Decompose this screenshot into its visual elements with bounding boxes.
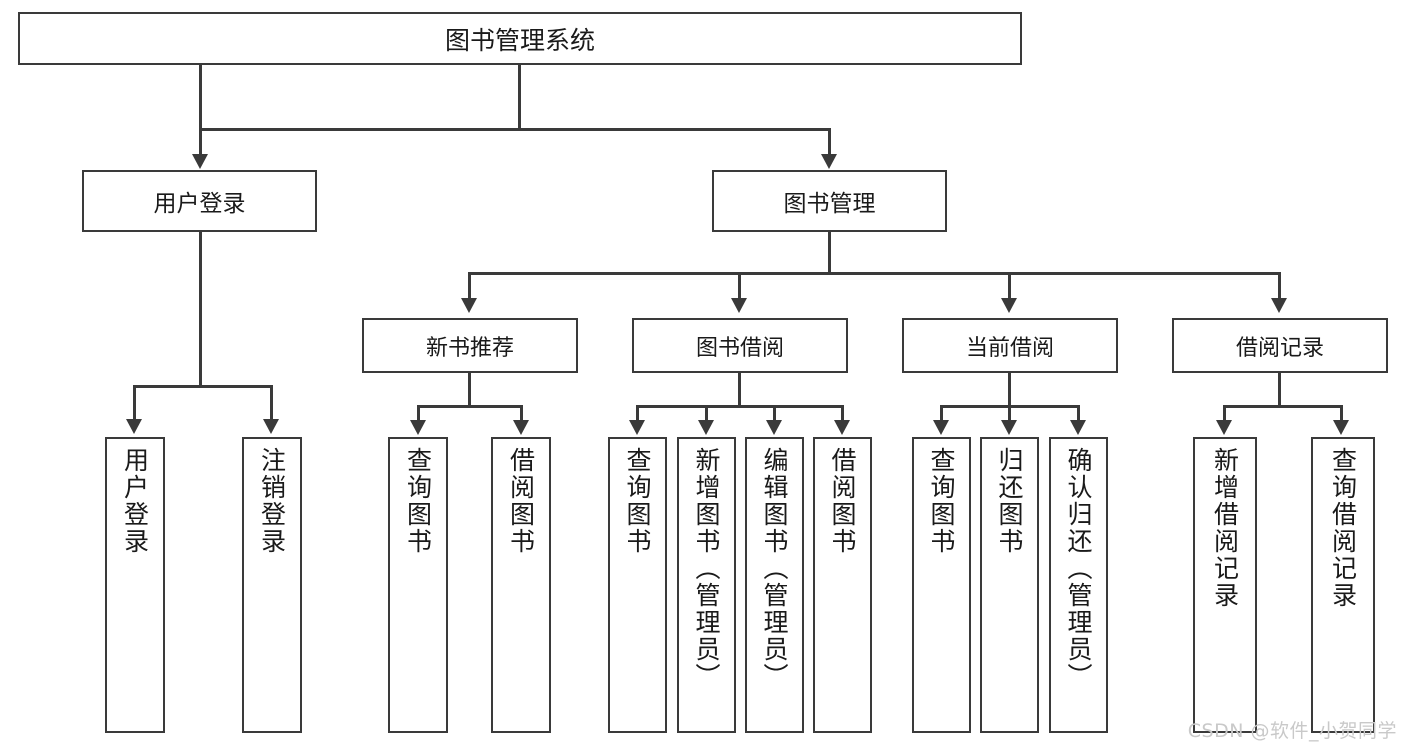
node-label: 用户登录 (153, 191, 246, 217)
node-label: 图书管理 (783, 191, 876, 217)
connector-user-login-leaf-0 (133, 385, 136, 420)
connector-current-borrow-leaf-2 (1077, 405, 1080, 422)
connector-level2-drop-0 (468, 272, 471, 300)
arrowhead-level2-3 (1271, 298, 1287, 313)
arrowhead-level2-2 (1001, 298, 1017, 313)
connector-level2-drop-1 (738, 272, 741, 300)
arrowhead-leaf-book-borrow-2 (766, 420, 782, 435)
arrowhead-leaf-new-book-1 (513, 420, 529, 435)
leaf-current-borrow-0[interactable]: 查询图书 (912, 437, 971, 733)
leaf-label: 查询图书 (623, 447, 652, 555)
connector-new-book-stem (468, 373, 471, 408)
connector-current-borrow-leaf-0 (940, 405, 943, 422)
arrowhead-book-management (821, 154, 837, 169)
node-current-borrow[interactable]: 当前借阅 (902, 318, 1118, 373)
arrowhead-leaf-borrow-record-0 (1216, 420, 1232, 435)
leaf-label: 查询图书 (403, 447, 433, 555)
node-label: 图书借阅 (695, 335, 784, 361)
node-label: 图书管理系统 (444, 25, 595, 55)
leaf-label: 借阅图书 (828, 447, 857, 555)
connector-new-book-leaf-1 (520, 405, 523, 422)
arrowhead-user-login (192, 154, 208, 169)
node-book-management[interactable]: 图书管理 (712, 170, 947, 232)
leaf-label: 编辑图书（管理员） (760, 447, 789, 690)
connector-book-borrow-leaf-2 (773, 405, 776, 422)
connector-borrow-record-stem (1278, 373, 1281, 408)
leaf-label: 归还图书 (995, 447, 1024, 555)
node-label: 借阅记录 (1235, 335, 1324, 361)
arrowhead-leaf-borrow-record-1 (1333, 420, 1349, 435)
arrowhead-leaf-current-borrow-2 (1070, 420, 1086, 435)
connector-book-management-stem (828, 232, 831, 274)
leaf-borrow-record-0[interactable]: 新增借阅记录 (1193, 437, 1257, 733)
leaf-label: 确认归还（管理员） (1064, 447, 1093, 690)
connector-user-login-stem (199, 232, 202, 387)
arrowhead-level2-0 (461, 298, 477, 313)
leaf-user-login-1[interactable]: 注销登录 (242, 437, 302, 733)
leaf-book-borrow-1[interactable]: 新增图书（管理员） (677, 437, 736, 733)
leaf-borrow-record-1[interactable]: 查询借阅记录 (1311, 437, 1375, 733)
node-new-book-recommend[interactable]: 新书推荐 (362, 318, 578, 373)
connector-level2-drop-3 (1278, 272, 1281, 300)
arrowhead-level2-1 (731, 298, 747, 313)
connector-root-stem (199, 65, 202, 130)
connector-root-stem-center (518, 65, 521, 130)
leaf-label: 注销登录 (257, 447, 287, 555)
connector-level2-bus (468, 272, 1280, 275)
connector-borrow-record-leaf-0 (1223, 405, 1226, 422)
leaf-book-borrow-3[interactable]: 借阅图书 (813, 437, 872, 733)
leaf-current-borrow-1[interactable]: 归还图书 (980, 437, 1039, 733)
connector-borrow-record-leaf-1 (1340, 405, 1343, 422)
connector-borrow-record-bus (1223, 405, 1343, 408)
arrowhead-leaf-book-borrow-3 (834, 420, 850, 435)
arrowhead-leaf-current-borrow-0 (933, 420, 949, 435)
leaf-new-book-recommend-1[interactable]: 借阅图书 (491, 437, 551, 733)
connector-book-borrow-leaf-0 (636, 405, 639, 422)
connector-book-borrow-leaf-1 (705, 405, 708, 422)
connector-user-login-bus (133, 385, 270, 388)
leaf-label: 新增借阅记录 (1210, 447, 1240, 609)
node-label: 当前借阅 (965, 335, 1054, 361)
node-borrow-record[interactable]: 借阅记录 (1172, 318, 1388, 373)
leaf-new-book-recommend-0[interactable]: 查询图书 (388, 437, 448, 733)
connector-user-login-leaf-1 (270, 385, 273, 420)
connector-book-borrow-leaf-3 (841, 405, 844, 422)
arrowhead-leaf-new-book-0 (410, 420, 426, 435)
watermark-csdn: CSDN @软件_小贺同学 (1187, 720, 1397, 742)
arrowhead-leaf-current-borrow-1 (1001, 420, 1017, 435)
connector-book-borrow-stem (738, 373, 741, 408)
node-root-book-management-system[interactable]: 图书管理系统 (18, 12, 1022, 65)
node-book-borrow[interactable]: 图书借阅 (632, 318, 848, 373)
leaf-label: 用户登录 (120, 447, 150, 555)
leaf-label: 借阅图书 (506, 447, 536, 555)
connector-root-to-book-management (828, 128, 831, 156)
connector-level2-drop-2 (1008, 272, 1011, 300)
leaf-user-login-0[interactable]: 用户登录 (105, 437, 165, 733)
connector-root-bus (199, 128, 831, 131)
leaf-label: 新增图书（管理员） (692, 447, 721, 690)
connector-book-borrow-bus (636, 405, 843, 408)
connector-root-to-user-login (199, 128, 202, 156)
leaf-book-borrow-2[interactable]: 编辑图书（管理员） (745, 437, 804, 733)
leaf-label: 查询图书 (927, 447, 956, 555)
connector-new-book-leaf-0 (417, 405, 420, 422)
arrowhead-leaf-user-login-0 (126, 419, 142, 434)
node-label: 新书推荐 (425, 335, 514, 361)
arrowhead-leaf-book-borrow-1 (698, 420, 714, 435)
connector-current-borrow-stem (1008, 373, 1011, 408)
leaf-label: 查询借阅记录 (1328, 447, 1358, 609)
arrowhead-leaf-book-borrow-0 (629, 420, 645, 435)
leaf-book-borrow-0[interactable]: 查询图书 (608, 437, 667, 733)
connector-current-borrow-leaf-1 (1008, 405, 1011, 422)
node-user-login[interactable]: 用户登录 (82, 170, 317, 232)
connector-new-book-bus (417, 405, 523, 408)
leaf-current-borrow-2[interactable]: 确认归还（管理员） (1049, 437, 1108, 733)
arrowhead-leaf-user-login-1 (263, 419, 279, 434)
